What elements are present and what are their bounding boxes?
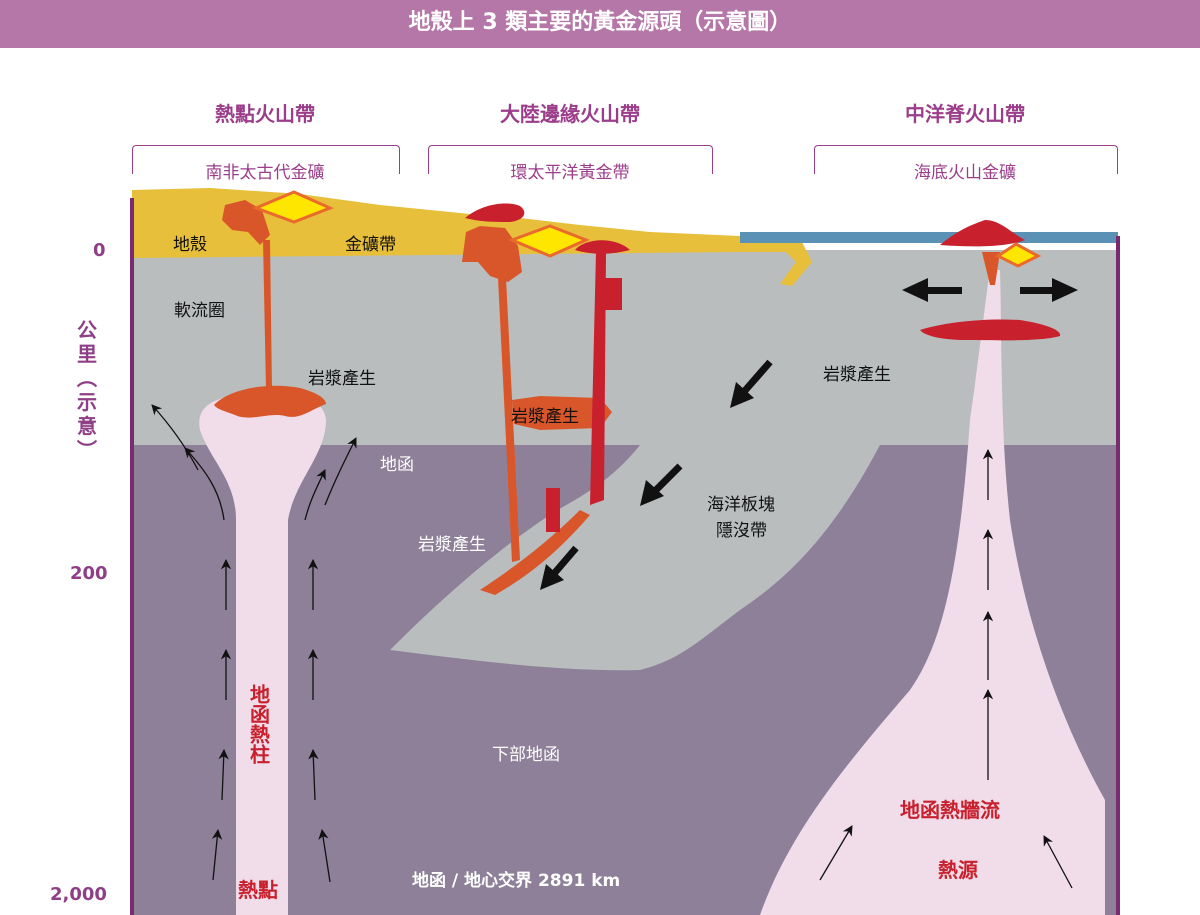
- ridge-magma-top: [940, 220, 1025, 247]
- continental-magma-block: [600, 278, 622, 310]
- gold-deposit-ridge: [995, 242, 1042, 268]
- label-gold-zone: 金礦帶: [345, 235, 396, 255]
- label-asthenosphere: 軟流圈: [174, 301, 225, 321]
- label-magma-chamber: 岩漿產生: [511, 407, 579, 427]
- continental-magma-chamber: [512, 396, 612, 430]
- label-slab-line1: 海洋板塊: [707, 495, 775, 515]
- asthenosphere-area: [132, 250, 1118, 445]
- section-header-ridge: 中洋脊火山帶: [905, 102, 1025, 126]
- label-mantle-plume: 地函熱柱: [243, 684, 273, 770]
- label-mantle-plume-text: 地函熱柱: [246, 684, 271, 764]
- axis-label: 公里︵示意︶: [77, 318, 97, 462]
- ridge-magma-conduit: [982, 252, 1000, 285]
- curtain-flow-arrows: [819, 448, 1073, 889]
- axis-tick-0: 0: [93, 240, 106, 261]
- slab-magma-source: [480, 510, 590, 595]
- subduction-arrow-2: [640, 463, 683, 506]
- gold-deposit-hotspot: [251, 190, 334, 224]
- label-magma-ridge: 岩漿產生: [823, 365, 891, 385]
- axis-tick-200: 200: [70, 563, 108, 584]
- label-mantle: 地函: [380, 455, 414, 475]
- label-heat-source: 熱源: [938, 858, 978, 882]
- deposit-label-ridge: 海底火山金礦: [914, 163, 1016, 183]
- label-lower-mantle: 下部地函: [492, 745, 560, 765]
- section-header-continental: 大陸邊緣火山帶: [500, 102, 640, 126]
- plume-flow-arrows: [151, 404, 357, 883]
- plume-magma-head: [214, 385, 326, 418]
- title-bar: 地殼上 3 類主要的黃金源頭（示意圖）: [0, 0, 1200, 48]
- subduction-arrow-1: [730, 359, 773, 408]
- ocean-layer: [740, 232, 1118, 243]
- subduction-arrow-3: [540, 545, 579, 590]
- continental-magma-cap: [465, 203, 525, 222]
- spreading-arrow-left: [902, 278, 962, 302]
- ridge-magma-chamber: [920, 319, 1061, 341]
- deposit-label-continental: 環太平洋黃金帶: [510, 163, 630, 183]
- crust-layer: [132, 188, 740, 258]
- label-magma-slab: 岩漿產生: [418, 535, 486, 555]
- continental-magma-top-right: [575, 240, 630, 254]
- oceanic-crust-tongue: [740, 236, 812, 286]
- section-bracket-hotspot: [132, 145, 400, 174]
- label-heat-curtain: 地函熱牆流: [900, 798, 1000, 822]
- continental-magma-conduit-right: [590, 252, 606, 505]
- label-slab-line2: 隱沒帶: [716, 521, 767, 541]
- gold-deposit-continental: [507, 224, 590, 258]
- spreading-arrow-right: [1020, 278, 1078, 302]
- slab-magma-spike: [546, 488, 560, 532]
- section-header-hotspot: 熱點火山帶: [215, 102, 315, 126]
- section-bracket-ridge: [814, 145, 1118, 174]
- hotspot-magma-chamber: [222, 200, 270, 245]
- label-magma-hotspot: 岩漿產生: [308, 369, 376, 389]
- diagram-title: 地殼上 3 類主要的黃金源頭（示意圖）: [408, 10, 792, 35]
- deposit-label-hotspot: 南非太古代金礦: [205, 163, 325, 183]
- label-crust: 地殼: [173, 235, 207, 255]
- mantle-plume: [199, 393, 326, 915]
- label-hotspot: 熱點: [238, 878, 278, 902]
- hotspot-magma-conduit: [263, 240, 272, 390]
- label-core-mantle-boundary: 地函 / 地心交界 2891 km: [412, 871, 621, 891]
- mantle-heat-curtain: [760, 270, 1105, 915]
- continental-magma-body-left: [462, 226, 522, 282]
- subducting-slab: [390, 445, 880, 671]
- section-bracket-continental: [428, 145, 713, 174]
- axis-tick-2000: 2,000: [50, 884, 107, 905]
- continental-magma-conduit-left: [498, 278, 520, 562]
